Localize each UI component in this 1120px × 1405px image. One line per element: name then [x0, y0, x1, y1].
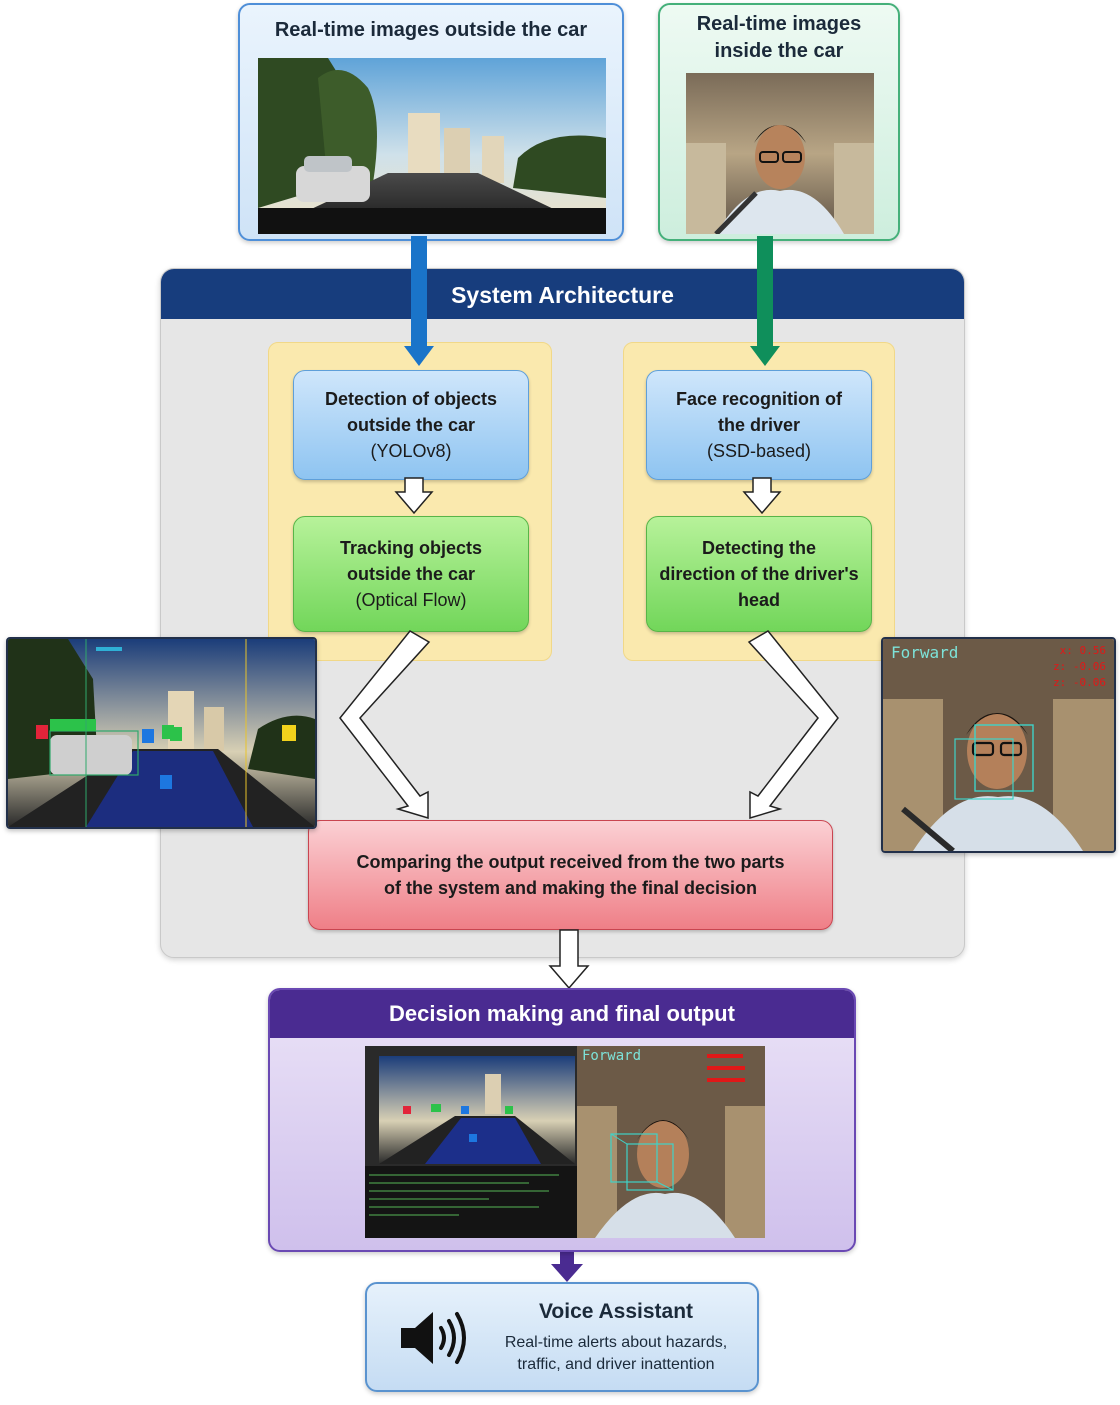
head-direction-output-image: Forward x: 0.56 z: -0.06 z: -0.06: [881, 637, 1116, 853]
head-to-comparison-arrow: [747, 630, 839, 820]
object-tracking-line2: outside the car: [346, 564, 476, 584]
tracking-to-comparison-arrow: [339, 630, 431, 820]
voice-assistant-panel: Voice Assistant Real-time alerts about h…: [365, 1282, 759, 1392]
speaker-icon: [401, 1312, 466, 1364]
object-detection-method: (YOLOv8): [370, 441, 452, 461]
face-to-head-arrow: [742, 477, 782, 515]
object-detection-output-image: [6, 637, 317, 829]
voice-assistant-description: Real-time alerts about hazards, traffic,…: [475, 1332, 757, 1376]
final-output-screenshot: Forward: [365, 1046, 765, 1238]
face-recognition-line1: Face recognition of: [675, 389, 843, 409]
voice-assistant-title: Voice Assistant: [538, 1300, 694, 1323]
face-recognition-line2: the driver: [717, 415, 801, 435]
side-forward-label: Forward: [891, 643, 959, 662]
comparison-line2: of the system and making the final decis…: [383, 878, 758, 898]
decision-output-panel: Decision making and final output: [268, 988, 856, 1252]
inside-images-title-line2: inside the car: [714, 40, 844, 62]
inside-input-arrow: [750, 236, 780, 366]
voice-desc-line2: traffic, and driver inattention: [517, 1356, 715, 1373]
side-x-value: x: 0.56: [1059, 644, 1106, 657]
head-direction-box: Detecting the direction of the driver's …: [646, 516, 872, 632]
object-tracking-method: (Optical Flow): [355, 590, 467, 610]
object-detection-line1: Detection of objects: [324, 389, 498, 409]
outside-images-title: Real-time images outside the car: [274, 19, 588, 41]
inside-images-title-line1: Real-time images: [696, 13, 862, 35]
side-z-value: z: -0.06: [1053, 676, 1106, 689]
object-tracking-line1: Tracking objects: [339, 538, 483, 558]
object-detection-box: Detection of objects outside the car (YO…: [293, 370, 529, 480]
comparison-to-decision-arrow: [548, 929, 590, 990]
head-direction-line2: direction of the driver's: [659, 564, 859, 584]
system-architecture-title: System Architecture: [161, 269, 964, 319]
outside-images-panel: Real-time images outside the car: [238, 3, 624, 241]
comparison-box: Comparing the output received from the t…: [308, 820, 833, 930]
face-recognition-box: Face recognition of the driver (SSD-base…: [646, 370, 872, 480]
inside-images-panel: Real-time images inside the car: [658, 3, 900, 241]
decision-forward-label: Forward: [582, 1048, 642, 1064]
road-camera-image: [258, 58, 606, 234]
head-direction-line3: head: [737, 590, 780, 610]
object-tracking-box: Tracking objects outside the car (Optica…: [293, 516, 529, 632]
comparison-line1: Comparing the output received from the t…: [356, 852, 785, 872]
face-recognition-method: (SSD-based): [706, 441, 812, 461]
voice-desc-line1: Real-time alerts about hazards,: [504, 1334, 728, 1351]
detection-to-tracking-arrow: [394, 477, 434, 515]
outside-input-arrow: [404, 236, 434, 366]
driver-camera-image: [686, 73, 874, 234]
side-y-value: z: -0.06: [1053, 660, 1106, 673]
decision-output-title: Decision making and final output: [270, 990, 854, 1038]
head-direction-line1: Detecting the: [701, 538, 816, 558]
object-detection-line2: outside the car: [346, 415, 476, 435]
